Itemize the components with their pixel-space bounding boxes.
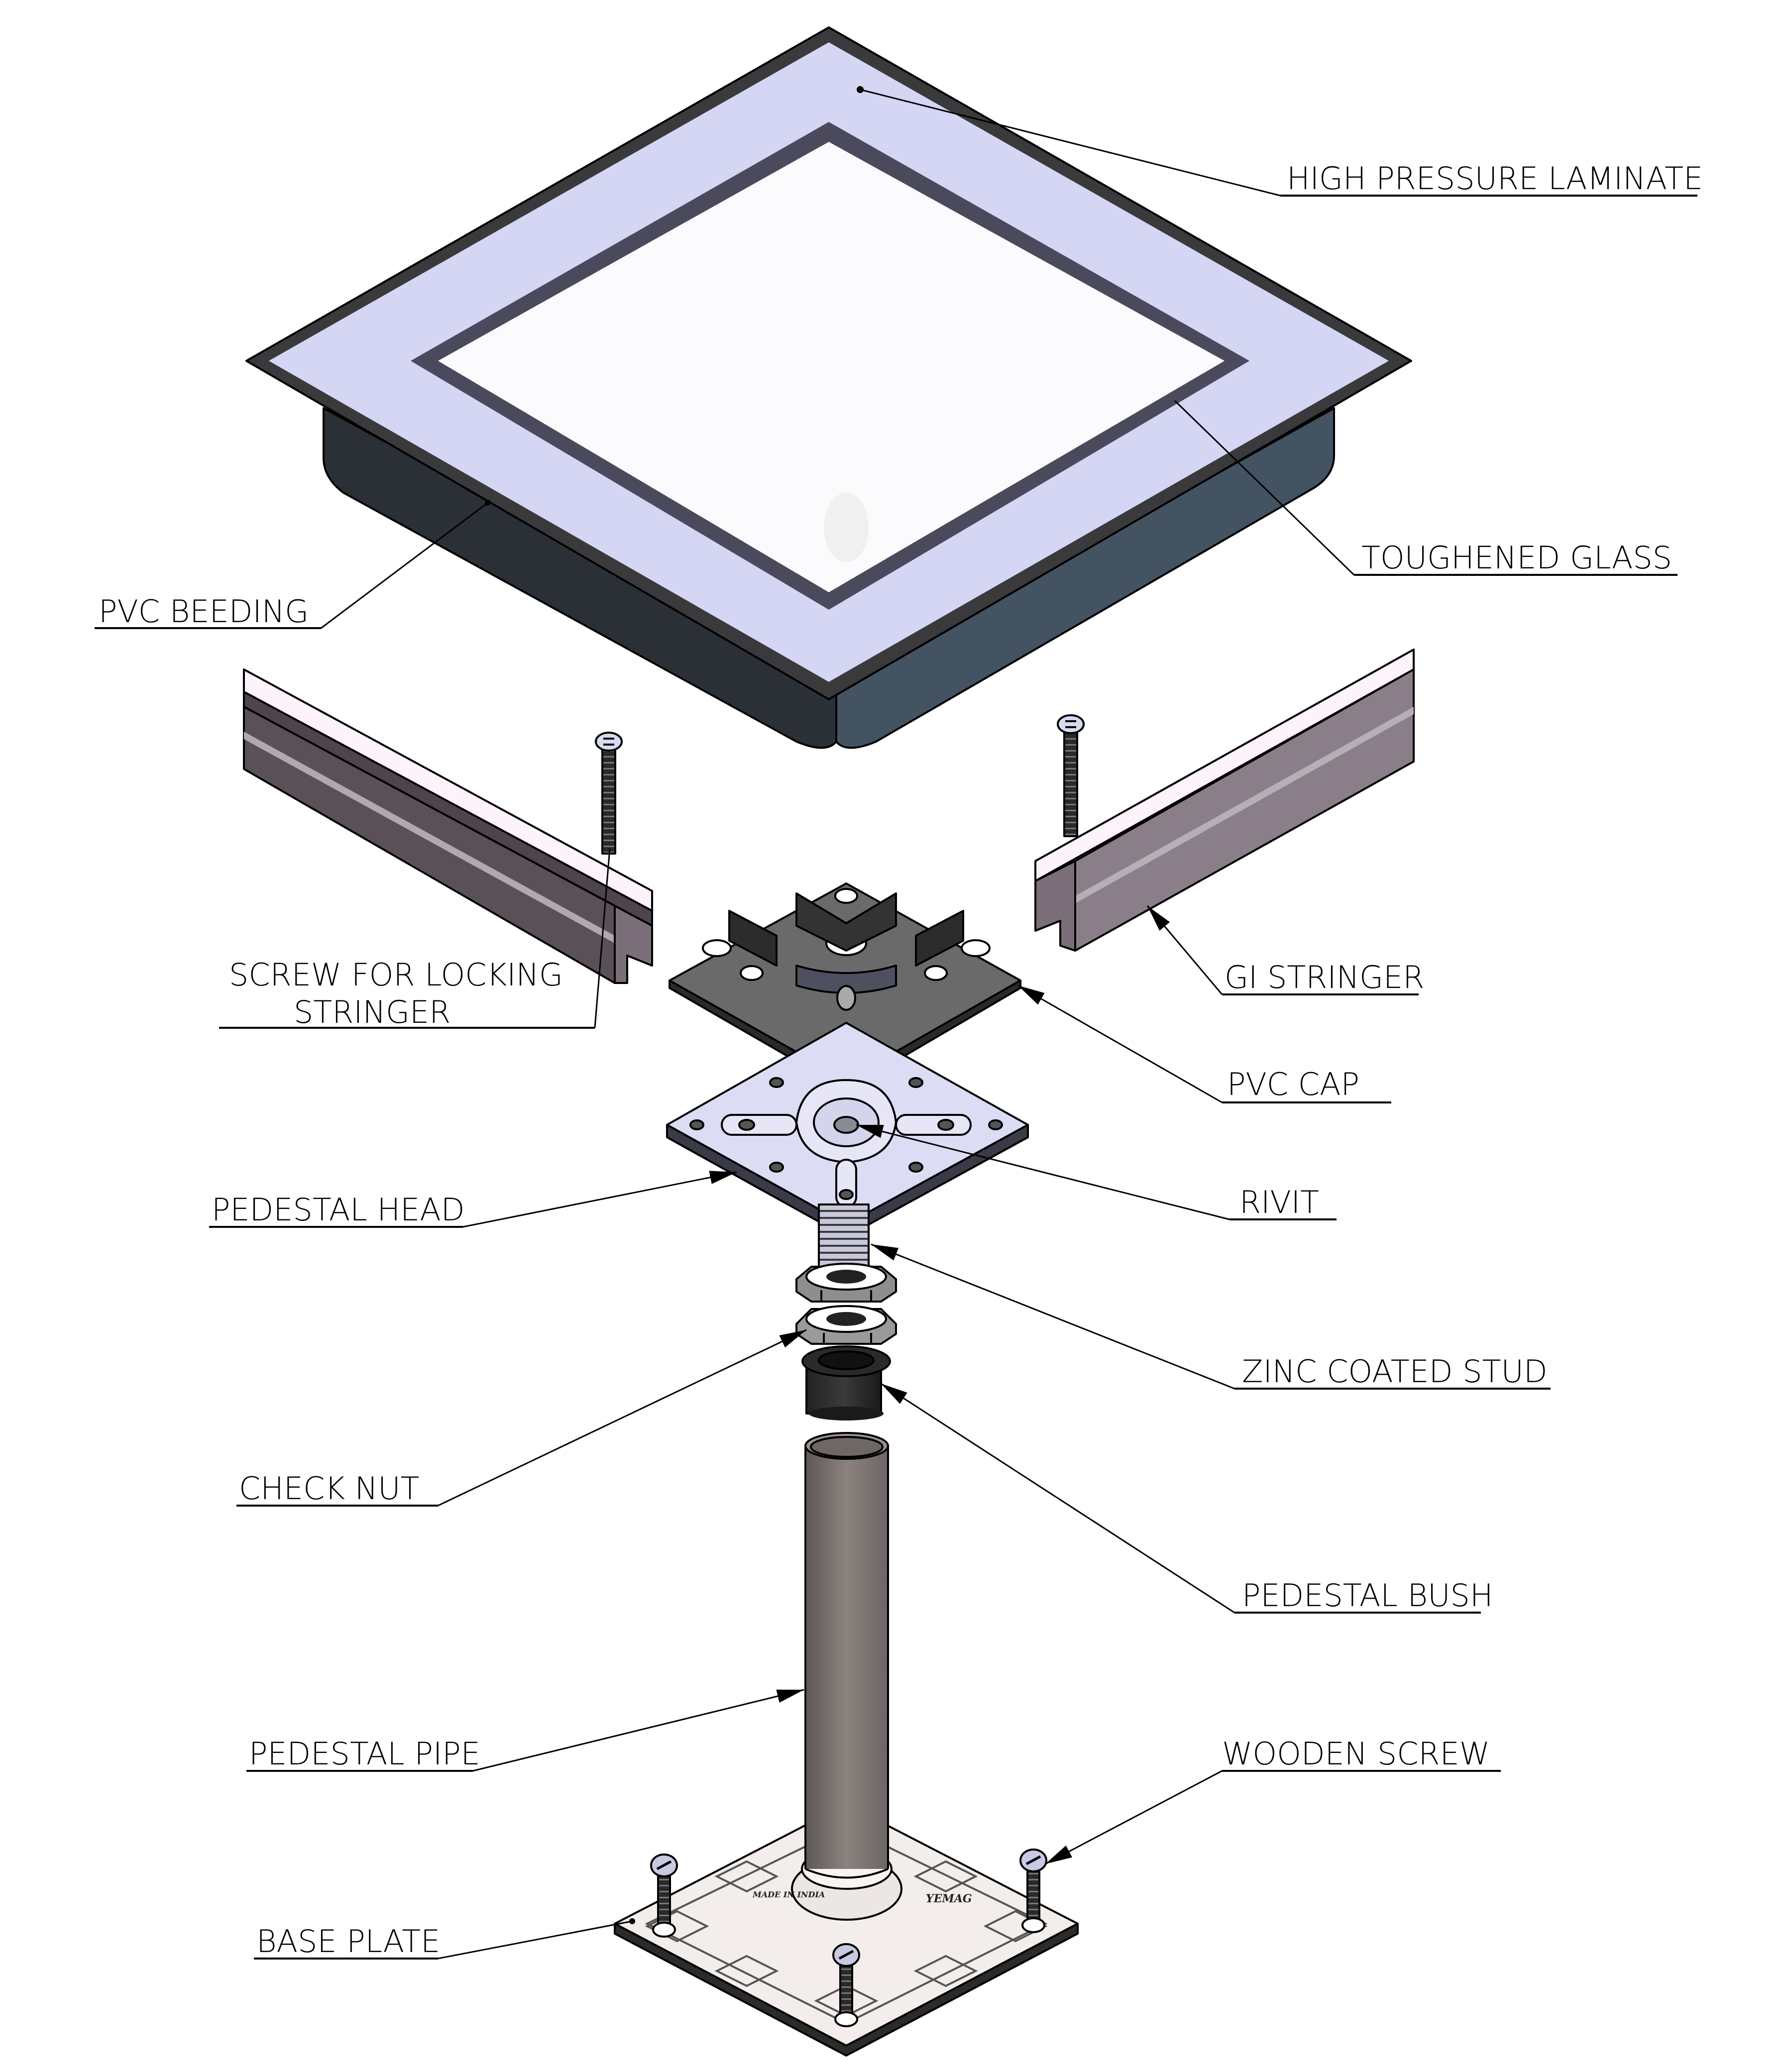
locking-screw-left bbox=[595, 732, 623, 855]
label-pvc-beeding: PVC BEEDING bbox=[99, 593, 309, 630]
callout-zinc-coated-stud: ZINC COATED STUD bbox=[871, 1243, 1551, 1390]
label-pedestal-pipe: PEDESTAL PIPE bbox=[249, 1736, 480, 1772]
gi-stringer-right bbox=[1034, 649, 1415, 952]
panel-side-right bbox=[835, 407, 1335, 749]
callout-pedestal-bush: PEDESTAL BUSH bbox=[881, 1383, 1493, 1614]
label-pvc-cap: PVC CAP bbox=[1227, 1066, 1359, 1102]
label-rivit: RIVIT bbox=[1239, 1184, 1319, 1220]
callout-base-plate: BASE PLATE bbox=[254, 1920, 633, 1960]
label-pedestal-head: PEDESTAL HEAD bbox=[212, 1192, 465, 1228]
zinc-coated-stud bbox=[818, 1203, 870, 1273]
wooden-screw-left bbox=[650, 1854, 678, 1938]
label-check-nut: CHECK NUT bbox=[239, 1470, 419, 1507]
wooden-screw-right bbox=[1019, 1849, 1047, 1933]
callout-screw-for-locking-stringer: SCREW FOR LOCKING STRINGER bbox=[219, 848, 611, 1030]
base-plate-marking-made-in-india: MADE IN INDIA bbox=[752, 1890, 825, 1899]
hex-nut bbox=[795, 1263, 897, 1303]
label-high-pressure-laminate: HIGH PRESSURE LAMINATE bbox=[1287, 160, 1703, 197]
callout-pvc-cap: PVC CAP bbox=[1017, 984, 1391, 1103]
callout-gi-stringer: GI STRINGER bbox=[1146, 905, 1424, 995]
pvc-cap bbox=[669, 882, 1021, 1091]
panel-side-left bbox=[323, 407, 837, 749]
callout-pedestal-pipe: PEDESTAL PIPE bbox=[246, 1689, 804, 1772]
label-gi-stringer: GI STRINGER bbox=[1225, 959, 1424, 995]
callout-check-nut: CHECK NUT bbox=[236, 1329, 807, 1507]
callout-wooden-screw: WOODEN SCREW bbox=[1045, 1736, 1501, 1865]
label-pedestal-bush: PEDESTAL BUSH bbox=[1242, 1577, 1493, 1614]
toughened-glass bbox=[438, 142, 1225, 592]
callout-rivit: RIVIT bbox=[856, 1124, 1337, 1220]
callout-pedestal-head: PEDESTAL HEAD bbox=[209, 1171, 737, 1228]
callout-high-pressure-laminate: HIGH PRESSURE LAMINATE bbox=[857, 86, 1703, 197]
floor-panel bbox=[245, 26, 1412, 749]
wooden-screw-bottom bbox=[832, 1943, 860, 2027]
callout-pvc-beeding: PVC BEEDING bbox=[95, 500, 491, 630]
label-toughened-glass: TOUGHENED GLASS bbox=[1361, 540, 1672, 576]
gi-stringer-left bbox=[243, 668, 653, 984]
label-zinc-coated-stud: ZINC COATED STUD bbox=[1242, 1353, 1548, 1390]
base-plate-marking-yemag: YEMAG bbox=[926, 1892, 972, 1905]
label-wooden-screw: WOODEN SCREW bbox=[1222, 1736, 1490, 1772]
base-plate: MADE IN INDIA YEMAG bbox=[614, 1792, 1079, 2057]
label-screw-for-locking-line1: SCREW FOR LOCKING bbox=[229, 957, 563, 993]
check-nut bbox=[795, 1305, 897, 1345]
label-screw-for-locking-line2: STRINGER bbox=[294, 994, 450, 1030]
rivit bbox=[833, 1116, 859, 1134]
callout-toughened-glass: TOUGHENED GLASS bbox=[1174, 400, 1678, 576]
locking-screw-right bbox=[1057, 714, 1085, 837]
pedestal-pipe bbox=[804, 1432, 889, 1860]
pedestal-bush bbox=[801, 1345, 891, 1420]
label-base-plate: BASE PLATE bbox=[256, 1923, 440, 1960]
